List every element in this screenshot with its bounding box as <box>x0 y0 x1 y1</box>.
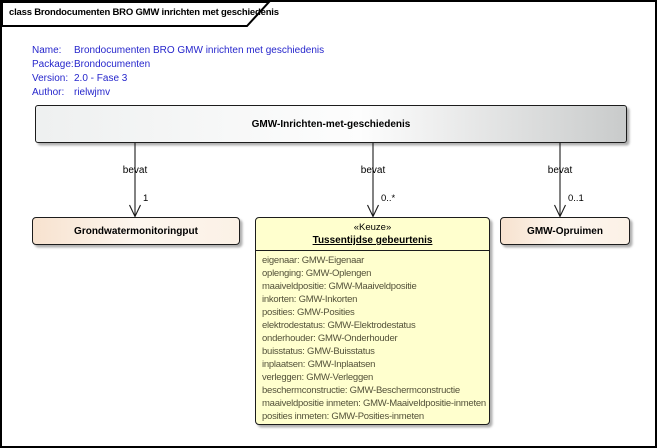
connector-label-bevat-2: bevat <box>360 165 386 176</box>
metadata-value: 2.0 - Fase 3 <box>74 73 128 84</box>
attribute-row: onderhouder: GMW-Onderhouder <box>262 333 398 344</box>
compartment-divider <box>256 250 489 251</box>
stereotype-label: «Keuze» <box>353 222 392 233</box>
class-tussentijdse-gebeurtenis: «Keuze» Tussentijdse gebeurtenis eigenaa… <box>255 217 490 425</box>
attribute-row: oplenging: GMW-Oplengen <box>262 268 372 279</box>
attribute-row: maaiveldpositie: GMW-Maaiveldpositie <box>262 281 417 292</box>
diagram-metadata: Name: Brondocumenten BRO GMW inrichten m… <box>32 44 324 100</box>
class-name: GMW-Inrichten-met-geschiedenis <box>251 118 411 130</box>
metadata-row-package: Package: Brondocumenten <box>32 58 324 72</box>
class-name: Grondwatermonitoringput <box>74 225 198 237</box>
connector-bevat-tussentijdse-gebeurtenis <box>367 143 379 218</box>
attribute-row: eigenaar: GMW-Eigenaar <box>262 255 365 266</box>
metadata-row-version: Version: 2.0 - Fase 3 <box>32 72 324 86</box>
connector-bevat-gmw-opruimen <box>554 143 566 218</box>
class-name: GMW-Opruimen <box>527 225 603 237</box>
attribute-row: posities inmeten: GMW-Posities-inmeten <box>262 411 424 422</box>
metadata-label: Name: <box>32 45 62 56</box>
metadata-label: Author: <box>32 87 65 98</box>
metadata-label: Package: <box>32 59 74 70</box>
attribute-row: buisstatus: GMW-Buisstatus <box>262 346 375 357</box>
connector-bevat-grondwatermonitoringput <box>129 143 141 218</box>
class-gmw-opruimen: GMW-Opruimen <box>500 217 630 245</box>
metadata-row-author: Author: rielwjmv <box>32 86 324 100</box>
multiplicity-label-2: 0..* <box>381 193 396 204</box>
frame-tab-shape <box>2 2 271 27</box>
metadata-row-name: Name: Brondocumenten BRO GMW inrichten m… <box>32 44 324 58</box>
attribute-row: maaiveldpositie inmeten: GMW-Maaiveldpos… <box>262 398 486 409</box>
attribute-row: inkorten: GMW-Inkorten <box>262 294 358 305</box>
class-grondwatermonitoringput: Grondwatermonitoringput <box>32 217 240 245</box>
attribute-row: beschermconstructie: GMW-Beschermconstru… <box>262 385 460 396</box>
attribute-row: verleggen: GMW-Verleggen <box>262 372 374 383</box>
connector-label-bevat-3: bevat <box>547 165 573 176</box>
frame-tab-label: class Brondocumenten BRO GMW inrichten m… <box>9 7 279 18</box>
attribute-row: inplaatsen: GMW-Inplaatsen <box>262 359 376 370</box>
metadata-value: Brondocumenten BRO GMW inrichten met ges… <box>74 45 325 56</box>
metadata-label: Version: <box>32 73 69 84</box>
metadata-value: rielwjmv <box>74 87 111 98</box>
multiplicity-label-3: 0..1 <box>568 193 584 204</box>
multiplicity-label-1: 1 <box>143 193 149 204</box>
class-name: Tussentijdse gebeurtenis <box>312 235 433 246</box>
attribute-row: elektrodestatus: GMW-Elektrodestatus <box>262 320 416 331</box>
metadata-value: Brondocumenten <box>74 59 151 70</box>
attribute-row: posities: GMW-Posities <box>262 307 355 318</box>
connector-label-bevat-1: bevat <box>122 165 148 176</box>
class-gmw-inrichten-met-geschiedenis: GMW-Inrichten-met-geschiedenis <box>35 105 627 143</box>
attribute-list: eigenaar: GMW-Eigenaar oplenging: GMW-Op… <box>256 251 489 423</box>
choice-header: «Keuze» Tussentijdse gebeurtenis <box>256 218 489 250</box>
